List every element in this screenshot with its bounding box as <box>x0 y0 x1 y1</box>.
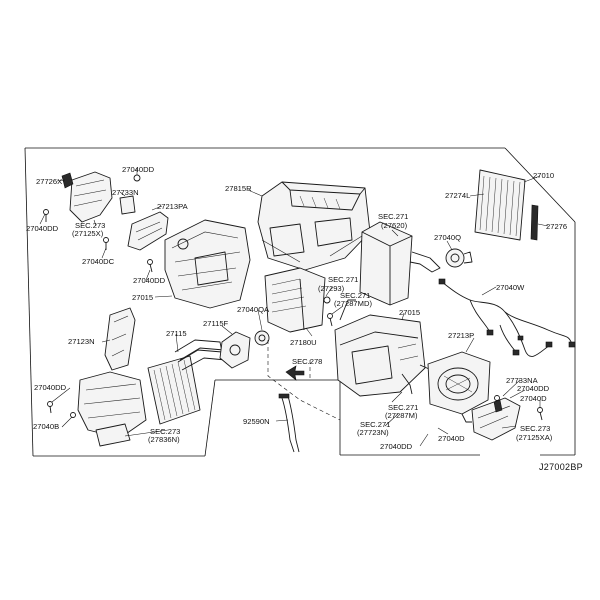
label-27115: 27115 <box>166 329 187 338</box>
label-27274l: 27274L <box>445 191 470 200</box>
label-27040q: 27040Q <box>434 233 461 242</box>
label-27276: 27276 <box>546 222 567 231</box>
label-27733na: 27733NA <box>506 376 539 385</box>
label-27040qa: 27040QA <box>237 305 270 314</box>
label-sec271-b: SEC.271 <box>328 275 358 284</box>
label-27180u: 27180U <box>290 338 317 347</box>
cabin-filter <box>474 169 539 241</box>
label-27040d-e: 27040D <box>520 394 547 403</box>
label-sec271-c-sub: (27287MD) <box>334 299 372 308</box>
label-27040dd-c: 27040DD <box>133 276 166 285</box>
label-sec271-c: SEC.271 <box>340 291 370 300</box>
label-27040d-h: 27040D <box>438 434 465 443</box>
air-mix-door <box>264 267 333 333</box>
heater-housing-right <box>334 299 439 397</box>
wire-harness <box>438 278 576 357</box>
dashed-guide-lines <box>267 340 341 421</box>
label-sec273-c-sub: (27125XA) <box>516 433 553 442</box>
label-sec271-b-sub: (27293) <box>318 284 345 293</box>
label-sec273-b: SEC.273 <box>150 427 180 436</box>
actuator-motor-27040q <box>445 248 473 268</box>
label-27015-a: 27015 <box>132 293 153 302</box>
sec278-arrow <box>285 365 305 381</box>
label-sec271-e: SEC.271 <box>360 420 390 429</box>
label-27040dd-f: 27040DD <box>34 383 67 392</box>
label-27123n: 27123N <box>68 337 95 346</box>
label-27115f: 27115F <box>203 319 229 328</box>
label-sec271-a: SEC.271 <box>378 212 408 221</box>
upper-left-bracket-assembly <box>43 171 169 251</box>
lower-left-housing <box>47 371 147 447</box>
label-sec278: SEC.278 <box>292 357 322 366</box>
label-27726x: 27726X <box>36 177 62 186</box>
label-27733n: 27733N <box>112 188 139 197</box>
side-duct-27123n <box>104 307 136 371</box>
label-sec273-a: SEC.273 <box>75 221 105 230</box>
label-sec273-a-sub: (27125X) <box>72 229 104 238</box>
label-sec273-b-sub: (27836N) <box>148 435 180 444</box>
label-27040dd-g: 27040DD <box>380 442 413 451</box>
label-27815r: 27815R <box>225 184 252 193</box>
label-27040b: 27040B <box>33 422 59 431</box>
heater-housing-left <box>147 219 251 309</box>
label-sec271-d-sub: (27287M) <box>385 411 418 420</box>
label-27015-b: 27015 <box>399 308 420 317</box>
intake-box <box>359 221 441 306</box>
label-92590n: 92590N <box>243 417 270 426</box>
diagram-reference-id: J27002BP <box>539 462 583 472</box>
label-27040dc: 27040DC <box>82 257 115 266</box>
label-27040dd-b: 27040DD <box>26 224 59 233</box>
label-27040dd-a: 27040DD <box>122 165 155 174</box>
label-27010: 27010 <box>533 171 554 180</box>
blower-motor <box>427 351 491 423</box>
heater-core <box>147 339 227 425</box>
lower-right-bracket <box>471 395 543 441</box>
label-27040w: 27040W <box>496 283 525 292</box>
label-sec271-a-sub: (27620) <box>381 221 408 230</box>
label-sec271-e-sub: (27723N) <box>357 428 389 437</box>
blower-housing-upper <box>257 181 371 271</box>
label-27213p: 27213P <box>448 331 474 340</box>
leader-lines <box>39 168 549 447</box>
frame-lines <box>24 147 576 457</box>
part-labels: 27726X 27040DD 27733N 27040DD SEC.273 (2… <box>26 165 567 451</box>
drain-hose <box>278 393 300 453</box>
label-27213pa: 27213PA <box>157 202 189 211</box>
label-sec273-c: SEC.273 <box>520 424 550 433</box>
label-sec271-d: SEC.271 <box>388 403 418 412</box>
label-27040dd-d: 27040DD <box>517 384 550 393</box>
foam-seal-and-actuator <box>219 330 270 369</box>
